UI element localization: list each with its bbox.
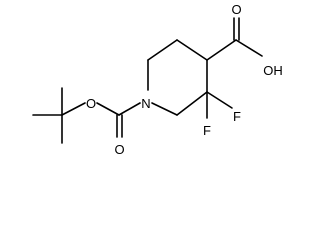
bond-ester-oxygen-quaternary-carbon (61, 102, 86, 116)
ring-bond-c6-n (151, 102, 178, 116)
ring-bond-c2-c3 (147, 39, 178, 61)
chemical-structure-diagram: O OH N O O F F (32, 2, 283, 157)
label-carbonyl-oxygen: O (114, 142, 124, 157)
ring-bond-c3-c4 (176, 39, 208, 61)
ring-bond-c5-c6 (176, 91, 208, 116)
bond-carbonyl-ester-oxygen (96, 102, 120, 116)
label-nitrogen: N (141, 96, 150, 111)
label-carboxyl-oxygen: O (231, 2, 241, 17)
bond-carboxyl-carbon-oh (235, 39, 263, 57)
bond-c4-carboxyl-carbon (206, 39, 237, 61)
label-hydroxyl: OH (263, 63, 283, 78)
bond-c5-fluorine-1 (206, 91, 233, 109)
bond-n-carbonyl-carbon (118, 102, 141, 116)
label-ester-oxygen: O (86, 96, 96, 111)
label-fluorine-2: F (203, 123, 211, 138)
label-fluorine-1: F (233, 109, 241, 124)
